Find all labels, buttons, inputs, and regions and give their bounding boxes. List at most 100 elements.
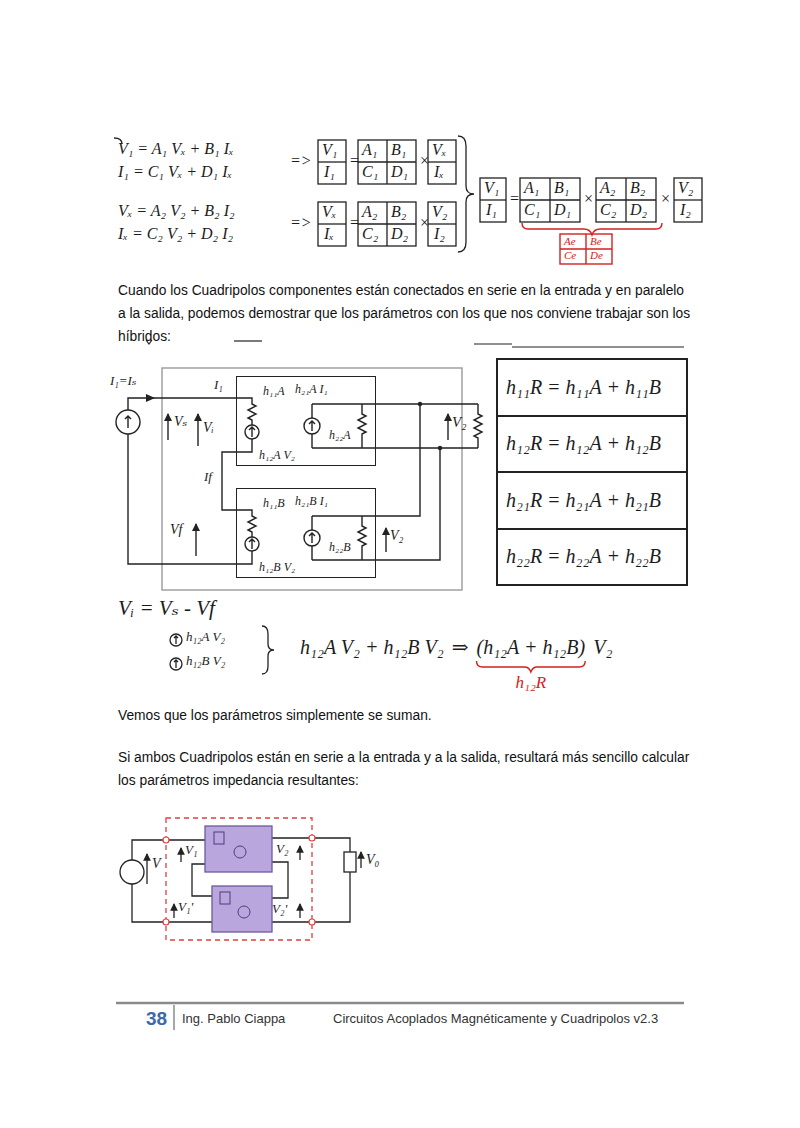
- wire-connector: [222, 452, 236, 510]
- svg-circle: [116, 410, 140, 434]
- implies-sign: =>: [290, 152, 312, 170]
- svg-rect: [318, 202, 346, 246]
- svg-path: [195, 524, 196, 556]
- svg-path: [180, 848, 181, 862]
- svg-rect: [596, 178, 656, 222]
- svg-rect: [166, 818, 312, 940]
- table-row: h₂₂R = h₂₂A + h₂₂B: [498, 530, 686, 585]
- svg-path: [522, 223, 662, 235]
- matrix-cell: C₂: [362, 225, 378, 243]
- matrix-cell: Vₓ: [432, 141, 446, 159]
- svg-rect: [318, 140, 346, 184]
- source-label: h₁₂B V₂: [186, 654, 225, 669]
- svg-path: [128, 398, 236, 410]
- parameter-label: h₁₂B V₂: [259, 561, 295, 575]
- svg-path: [167, 414, 168, 440]
- matrix-cell: C₁: [524, 201, 540, 219]
- table-row: h₁₂R = h₁₂A + h₁₂B: [498, 417, 686, 474]
- svg-path: [428, 161, 456, 162]
- page-number: 38: [146, 1008, 167, 1030]
- svg-path: [385, 528, 386, 552]
- parameter-label: h₂₁A I₁: [295, 383, 328, 397]
- voltage-label: V₁: [185, 843, 197, 858]
- svg-rect: [428, 140, 456, 184]
- svg-path: [480, 199, 506, 200]
- svg-path: [428, 223, 456, 224]
- times-sign: ×: [419, 214, 430, 232]
- source-label: h₁₂A V₂: [186, 630, 225, 645]
- equation-text: h₁₂A V₂ + h₁₂B V₂: [300, 636, 444, 659]
- svg-path: [674, 199, 702, 200]
- svg-path: [173, 904, 174, 918]
- implies-sign: =>: [290, 214, 312, 232]
- footer-title: Circuitos Acoplados Magnéticamente y Cua…: [333, 1012, 658, 1027]
- svg-circle: [238, 906, 250, 918]
- junction-dot: [418, 402, 422, 406]
- matrix-cell: B₁: [391, 141, 406, 159]
- series-circuit: [120, 818, 361, 940]
- parameter-label: h₁₁B: [263, 497, 285, 511]
- svg-path: [318, 223, 346, 224]
- equation-text: Vᵢ = Vₛ - Vf: [118, 596, 215, 620]
- equation-text: Iₓ = C₂ V₂ + D₂ I₂: [118, 225, 233, 243]
- svg-path: [299, 904, 300, 918]
- voltage-label: V₂: [390, 528, 403, 544]
- voltage-label: V₀: [366, 852, 379, 868]
- equation-text: Vₓ = A₂ V₂ + B₂ I₂: [118, 202, 235, 220]
- voltage-label: Vₛ: [174, 414, 187, 430]
- matrix-cell: Iₓ: [324, 225, 334, 243]
- svg-path: [272, 872, 350, 922]
- svg-rect: [212, 886, 272, 932]
- matrix-cell: I₂: [680, 201, 691, 219]
- matrix-cell: A₂: [362, 203, 377, 221]
- svg-path: [132, 840, 205, 860]
- parameter-label: h₂₁B I₁: [295, 495, 328, 509]
- voltage-label: V₁': [178, 900, 193, 915]
- matrix-cell: Ce: [564, 249, 576, 262]
- matrix-cell: B₂: [391, 203, 406, 221]
- svg-path: [596, 178, 656, 222]
- times-sign: ×: [660, 190, 671, 208]
- svg-path: [360, 852, 361, 868]
- footer-author: Ing. Pablo Ciappa: [182, 1012, 285, 1027]
- svg-rect: [560, 234, 612, 264]
- table-row: h₁₁R = h₁₁A + h₁₁B: [498, 360, 686, 417]
- equals-sign: =: [349, 214, 360, 232]
- svg-circle: [170, 658, 182, 670]
- parameter-table: h₁₁R = h₁₁A + h₁₁Bh₁₂R = h₁₂A + h₁₂Bh₂₁R…: [496, 358, 688, 586]
- quadripole-symbols: [236, 398, 376, 452]
- matrix-cell: D₂: [391, 225, 408, 243]
- matrix-cell: V₂: [432, 203, 447, 221]
- voltage-label: Vf: [170, 522, 182, 538]
- current-arrow: [146, 394, 155, 402]
- svg-path: [358, 202, 416, 246]
- svg-rect: [480, 178, 506, 222]
- body-paragraph: Vemos que los parámetros simplemente se …: [118, 704, 692, 727]
- matrix-cell: D₁: [391, 163, 408, 181]
- matrix-cell: Vₓ: [322, 203, 336, 221]
- matrix-grid: [114, 136, 702, 252]
- matrix-cell: D₁: [554, 201, 571, 219]
- equation-text: I₁ = C₁ Vₓ + D₁ Iₓ: [118, 163, 232, 181]
- svg-path: [299, 846, 300, 860]
- matrix-cell: De: [590, 249, 603, 262]
- svg-path: [174, 636, 178, 644]
- matrix-cell: A₁: [524, 179, 539, 197]
- red-bracket: [477, 661, 586, 672]
- svg-path: [358, 140, 416, 184]
- matrix-cell: V₁: [484, 179, 499, 197]
- voltage-label: V₂: [276, 842, 288, 857]
- svg-path: [173, 1005, 175, 1030]
- svg-path: [128, 434, 236, 564]
- equation-text: V₂: [593, 636, 612, 659]
- matrix-cell: Iₓ: [434, 163, 444, 181]
- current-label: If: [204, 470, 212, 485]
- parameter-label: h₁₂A V₂: [259, 449, 295, 463]
- voltage-label: Vᵢ: [203, 420, 214, 436]
- svg-path: [376, 404, 478, 516]
- svg-rect: [162, 368, 462, 590]
- sum-label: h₁₂R: [515, 673, 546, 693]
- svg-circle: [309, 835, 315, 841]
- svg-circle: [234, 846, 246, 858]
- matrix-cell: I₁: [324, 163, 335, 181]
